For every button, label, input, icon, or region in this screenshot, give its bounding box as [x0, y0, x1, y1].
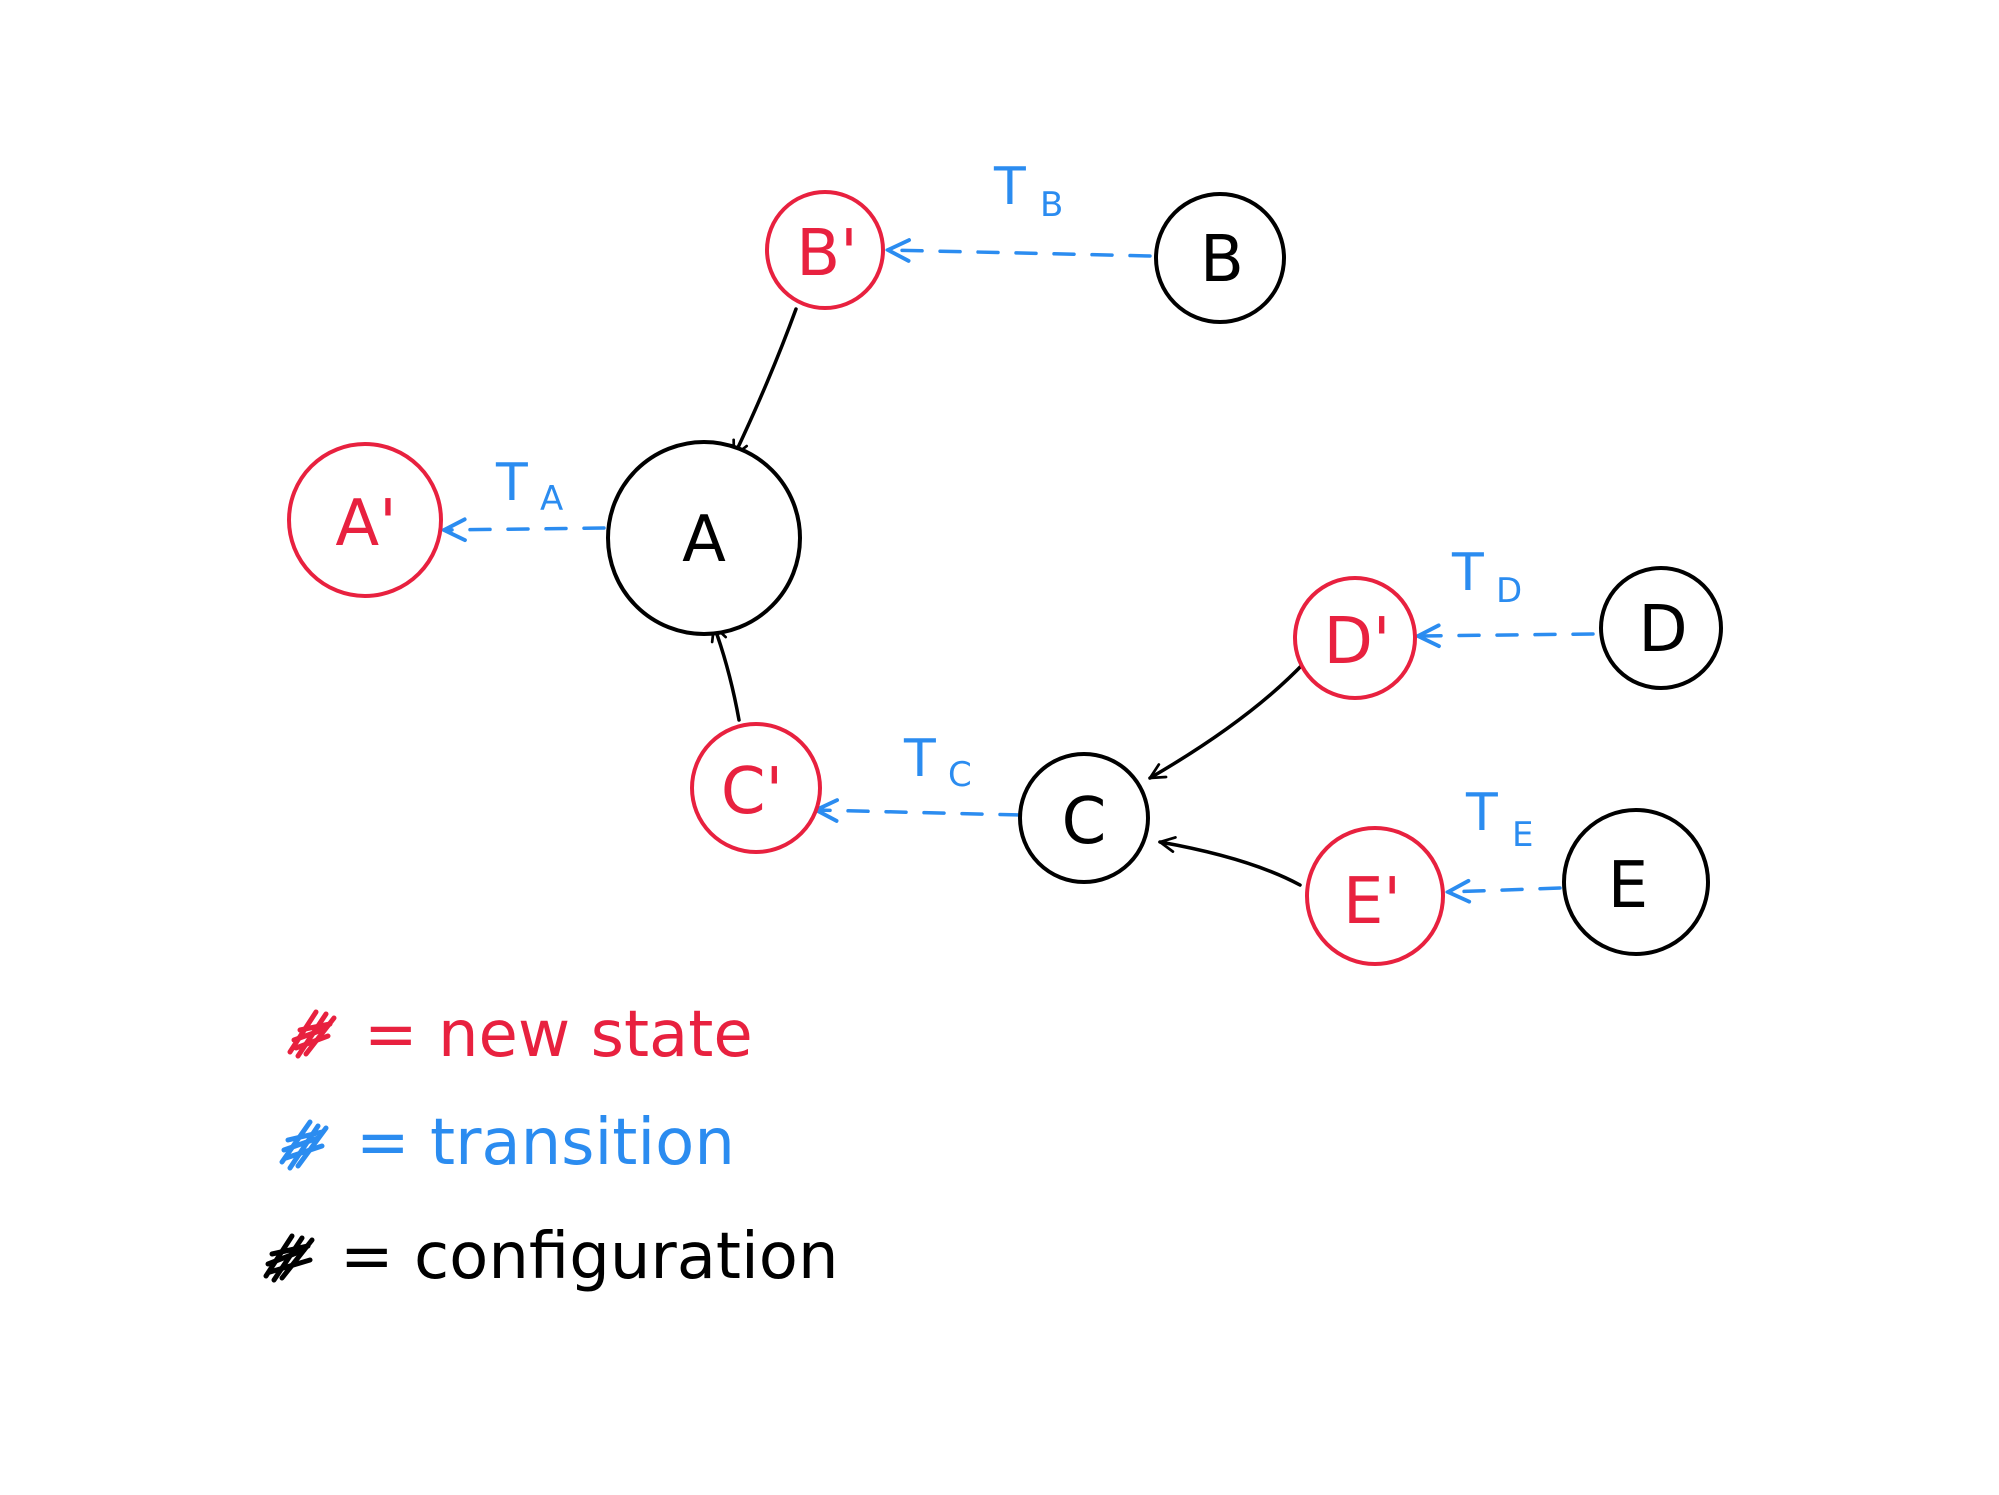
legend-item-new-state: = new state — [287, 998, 753, 1072]
transition-arrow-a — [444, 528, 606, 530]
transition-label-b-sub: B — [1040, 185, 1063, 225]
transition-label-c-main: T — [903, 729, 936, 789]
legend-configuration-label: = configuration — [340, 1220, 839, 1294]
legend-item-transition: = transition — [279, 1106, 735, 1180]
transition-arrow-d — [1418, 634, 1595, 636]
node-c-prime: C' — [690, 722, 822, 854]
node-e-prime-label: E' — [1343, 865, 1401, 939]
transition-label-e-main: T — [1465, 783, 1498, 843]
node-a-label: A — [682, 503, 726, 577]
node-e-prime: E' — [1305, 826, 1445, 966]
node-e-label: E — [1608, 849, 1648, 923]
node-a-prime: A' — [287, 442, 443, 598]
edge-dprime-to-c — [1150, 660, 1307, 780]
node-d-prime-label: D' — [1324, 605, 1391, 679]
node-d-label: D — [1638, 593, 1687, 667]
transition-label-d-main: T — [1451, 543, 1484, 603]
edge-cprime-to-a — [714, 626, 741, 722]
node-b: B — [1154, 192, 1286, 324]
legend-swatch-red — [287, 1009, 337, 1059]
node-b-label: B — [1200, 223, 1244, 297]
edge-eprime-to-c — [1160, 842, 1302, 887]
transition-label-e-sub: E — [1512, 815, 1533, 855]
transition-label-e: T E — [1465, 783, 1533, 855]
legend-swatch-blue — [279, 1119, 329, 1171]
node-b-prime: B' — [765, 190, 885, 310]
node-a: A — [606, 440, 802, 636]
legend-swatch-black — [263, 1233, 315, 1283]
transition-label-c: T C — [903, 729, 972, 795]
transition-arrow-b — [888, 250, 1152, 256]
transition-label-d-sub: D — [1496, 571, 1522, 611]
legend: = new state = transition = conf — [263, 998, 839, 1294]
transition-label-a: T A — [495, 453, 563, 519]
transition-label-b: T B — [993, 157, 1063, 225]
transition-label-b-main: T — [993, 157, 1026, 217]
transition-label-d: T D — [1451, 543, 1522, 611]
node-c-prime-label: C' — [721, 755, 783, 829]
legend-item-configuration: = configuration — [263, 1220, 839, 1294]
edge-bprime-to-a — [732, 307, 798, 456]
transition-label-c-sub: C — [948, 755, 972, 795]
transition-arrow-e — [1448, 888, 1562, 892]
legend-transition-label: = transition — [356, 1106, 735, 1180]
transition-label-a-sub: A — [540, 479, 563, 519]
node-d-prime: D' — [1293, 576, 1417, 700]
node-c-label: C — [1062, 785, 1107, 859]
node-e: E — [1562, 808, 1710, 956]
node-d: D — [1599, 566, 1723, 690]
node-b-prime-label: B' — [796, 217, 858, 291]
node-a-prime-label: A' — [335, 487, 396, 561]
node-c: C — [1018, 752, 1150, 884]
legend-new-state-label: = new state — [364, 998, 753, 1072]
transition-label-a-main: T — [495, 453, 528, 513]
transition-arrow-c — [816, 810, 1022, 815]
